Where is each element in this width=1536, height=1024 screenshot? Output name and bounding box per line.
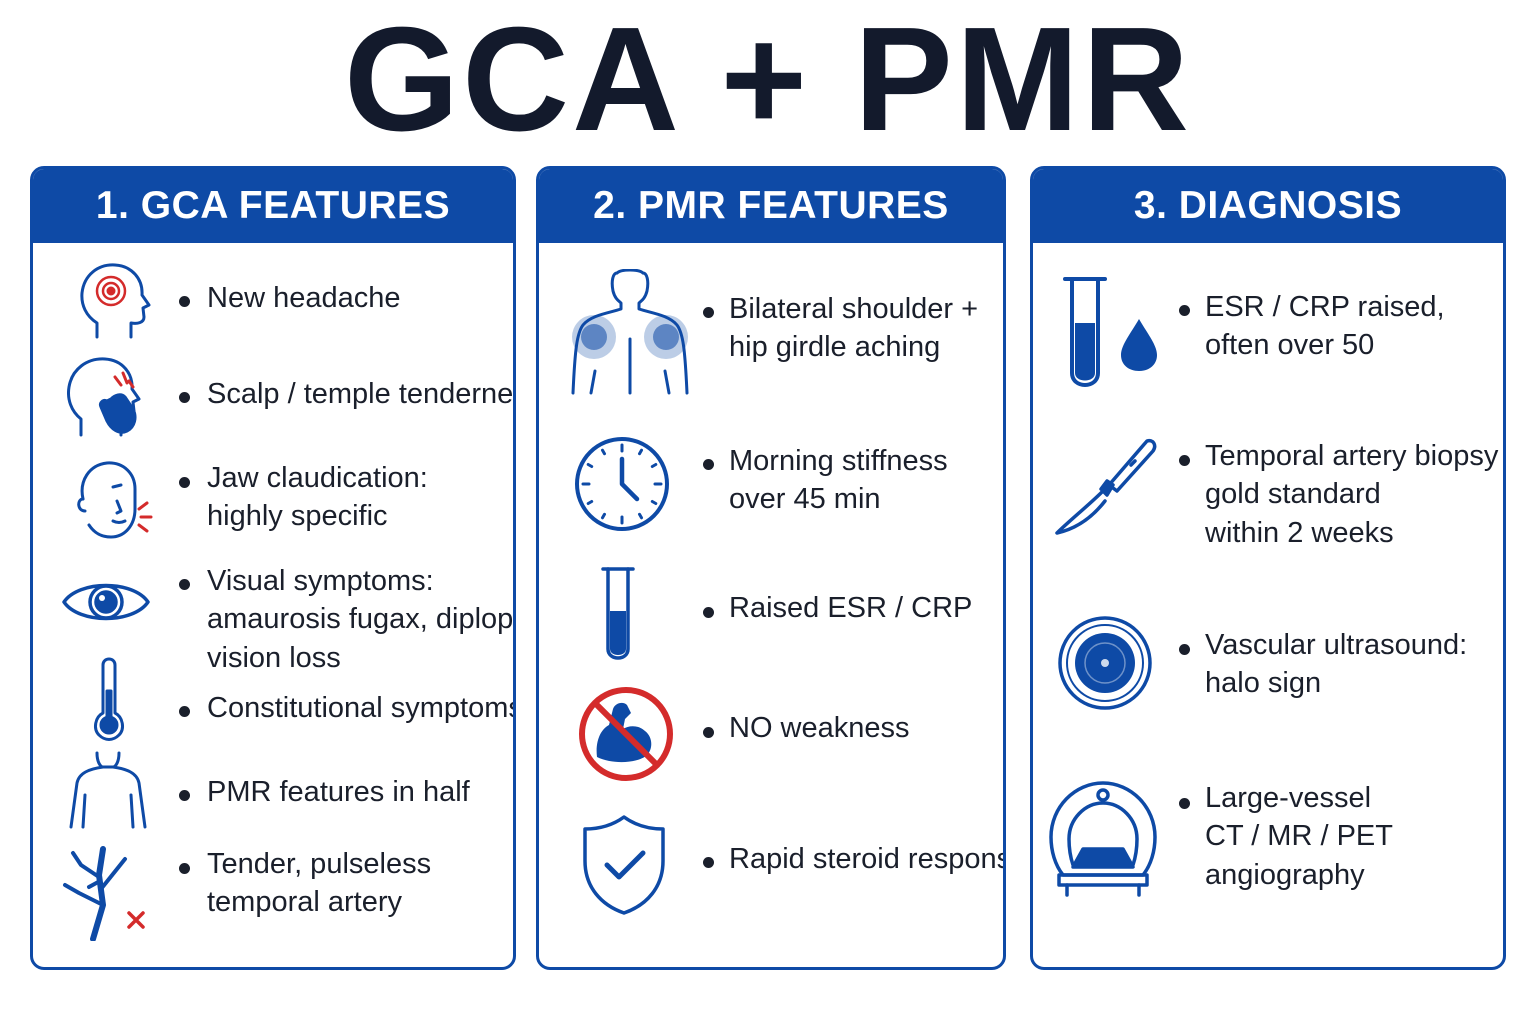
panel-pmr-features: 2. PMR FEATURES Bilateral shoulder + hip… [536,166,1006,970]
head-target-icon [77,261,153,343]
bullet [179,863,190,874]
bullet [703,727,714,738]
panel-heading: 3. DIAGNOSIS [1033,169,1503,243]
bullet [1179,798,1190,809]
ct-scanner-icon [1049,779,1157,897]
item-text: Scalp / temple tenderness [207,378,516,410]
bullet [179,392,190,403]
bullet [703,307,714,318]
item-text: Vascular ultrasound: halo sign [1205,629,1468,700]
item-text: Morning stiffness over 45 min [729,445,948,516]
face-jaw-pain-icon [73,459,157,541]
item-text: ESR / CRP raised, often over 50 [1205,291,1445,362]
item-text: Bilateral shoulder + hip girdle aching [729,293,979,364]
panel-gca-features: 1. GCA FEATURES New headache Scalp / tem… [30,166,516,970]
bullet [179,579,190,590]
artery-branch-cross-icon [59,845,153,941]
bullet [179,706,190,717]
head-hand-temple-icon [67,355,147,439]
panel-diagnosis: 3. DIAGNOSIS ESR / CRP raised, often ove… [1030,166,1506,970]
bullet [703,607,714,618]
bullet [703,459,714,470]
eye-icon [61,574,151,630]
item-text: PMR features in half [207,776,470,808]
bullet [1179,305,1190,316]
bullet [703,857,714,868]
item-text: Jaw claudication: highly specific [207,462,428,533]
torso-icon [67,749,149,829]
panel-heading: 2. PMR FEATURES [539,169,1003,243]
item-text: NO weakness [729,712,910,744]
panel-heading: 1. GCA FEATURES [33,169,513,243]
item-text: Large-vessel CT / MR / PET angiography [1205,782,1393,891]
ultrasound-halo-icon [1057,615,1153,711]
test-tube-icon [599,565,637,665]
test-tube-drop-icon [1061,275,1165,391]
item-text: Constitutional symptoms [207,692,516,724]
scalpel-icon [1053,435,1159,539]
thermometer-icon [89,655,129,741]
item-text: New headache [207,282,401,314]
item-text: Rapid steroid response [729,843,1006,875]
item-text: Raised ESR / CRP [729,592,973,624]
item-text: Temporal artery biopsy gold standard wit… [1205,440,1499,549]
bullet [1179,455,1190,466]
clock-icon [573,435,671,533]
item-text: Tender, pulseless temporal artery [207,848,432,919]
bullet [179,477,190,488]
item-text: Visual symptoms: amaurosis fugax, diplop… [207,565,516,674]
body-shoulders-icon [561,269,691,397]
bullet [179,790,190,801]
no-muscle-icon [577,685,675,783]
shield-check-icon [581,813,667,917]
bullet [179,296,190,307]
bullet [1179,644,1190,655]
page-title: GCA + PMR [344,0,1192,162]
